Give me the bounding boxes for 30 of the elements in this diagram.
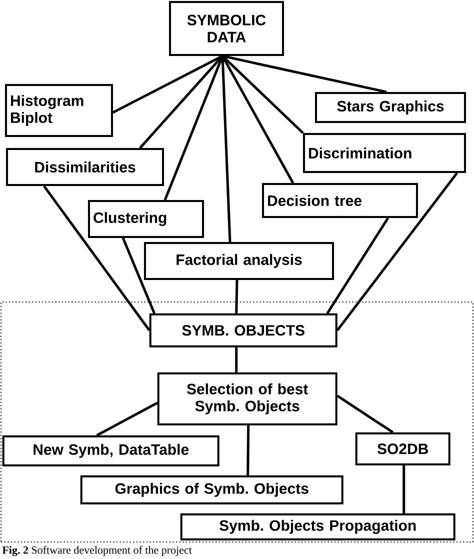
- process-box: Discrimination: [303, 133, 466, 173]
- connector-line: [222, 54, 387, 94]
- process-box: Clustering: [88, 200, 204, 238]
- process-box: Factorial analysis: [144, 242, 334, 280]
- process-box: SYMB. OBJECTS: [149, 313, 338, 348]
- process-box: Decision tree: [262, 183, 418, 218]
- connector-line: [402, 465, 406, 514]
- connector-line: [336, 394, 394, 434]
- process-box: Histogram Biplot: [5, 84, 113, 137]
- group-frame: [0, 301, 474, 543]
- connector-line: [222, 55, 304, 134]
- connector-line: [122, 238, 156, 314]
- process-box: Symb. Objects Propagation: [180, 513, 456, 540]
- process-box: SO2DB: [355, 432, 450, 466]
- connector-line: [235, 347, 238, 372]
- connector-line: [43, 185, 150, 332]
- connector-line: [336, 172, 458, 332]
- process-box: Graphics of Symb. Objects: [80, 475, 344, 504]
- connector-line: [221, 56, 232, 242]
- connector-line: [96, 402, 158, 436]
- connector-line: [326, 217, 390, 314]
- connector-line: [235, 280, 238, 314]
- connector-line: [112, 54, 224, 114]
- process-box: New Symb, DataTable: [2, 435, 220, 466]
- process-box: Selection of best Symb. Objects: [157, 372, 338, 426]
- process-box: SYMBOLIC DATA: [169, 1, 284, 56]
- process-box: Dissimilarities: [6, 148, 164, 186]
- connector-line: [246, 425, 250, 476]
- caption: Fig. 2 Software development of the project: [2, 546, 192, 556]
- process-box: Stars Graphics: [315, 92, 466, 123]
